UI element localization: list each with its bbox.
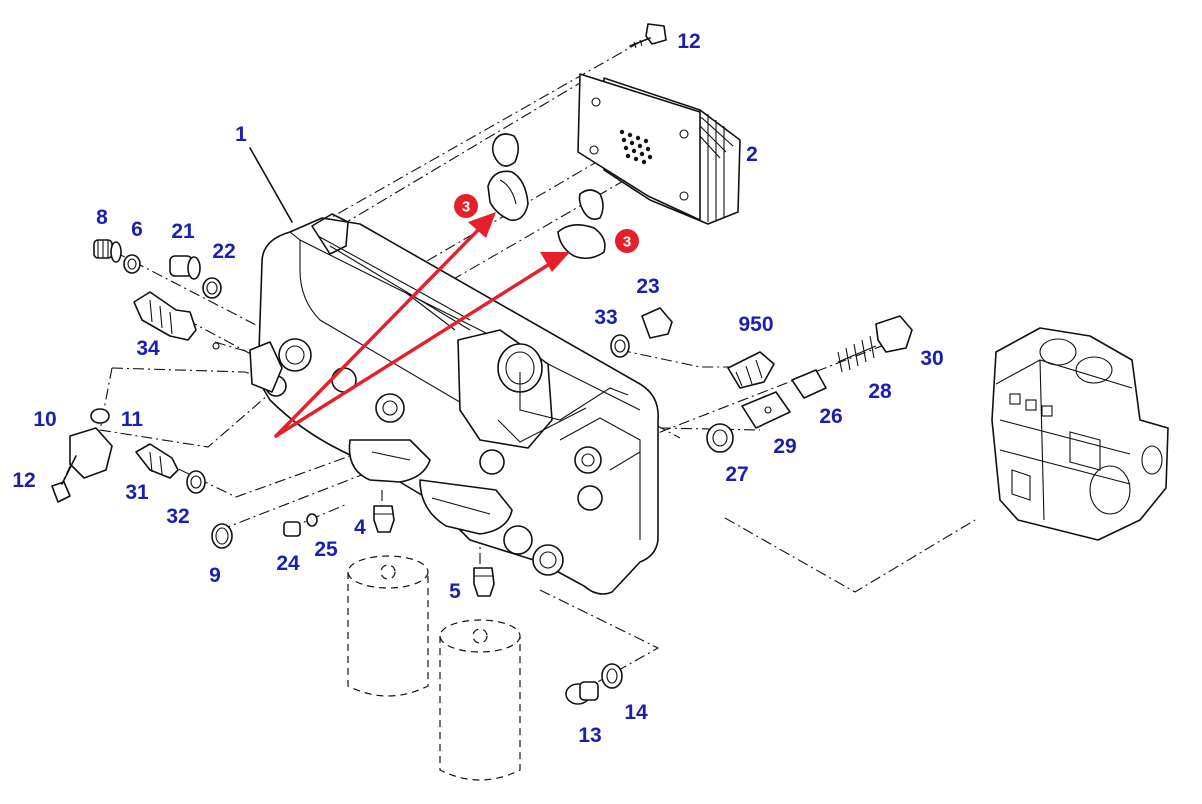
- seal-ring-icon: [601, 663, 623, 689]
- seal-ring-icon: [211, 523, 233, 549]
- callout-27: 27: [725, 463, 748, 486]
- oil-filter-canister-icon: [347, 555, 429, 697]
- spring-icon: [837, 335, 877, 373]
- callout-34: 34: [136, 337, 160, 360]
- seal-ring-icon: [202, 277, 222, 299]
- callout-9: 9: [209, 564, 221, 587]
- seal-ring-icon: [186, 470, 206, 494]
- plug-icon: [641, 307, 673, 339]
- callout-6: 6: [131, 218, 143, 241]
- oil-filter-canister-icon: [439, 619, 521, 781]
- bolt-icon: [51, 455, 77, 503]
- callout-4: 4: [354, 516, 366, 539]
- seal-ring-icon: [706, 423, 734, 453]
- callout-26: 26: [819, 405, 842, 428]
- nipple-icon: [373, 505, 395, 533]
- bolt-icon: [629, 23, 667, 49]
- callout-14: 14: [624, 701, 648, 724]
- pressure-switch-icon: [135, 443, 179, 479]
- plug-icon: [93, 239, 122, 263]
- marker-gasket-upper: 3: [454, 194, 478, 218]
- cover-plate-icon: [69, 408, 113, 479]
- callout-11: 11: [121, 408, 144, 431]
- sleeve-icon: [741, 391, 791, 429]
- marker-label: 3: [623, 234, 631, 251]
- callout-labels: 1 2 4 5 6 8 9 10 11 12 12 13 14 21 22 23…: [12, 30, 943, 747]
- highlight-arrows: [274, 212, 570, 438]
- callout-25: 25: [314, 538, 338, 561]
- oil-filter-housing-icon: [249, 213, 659, 595]
- callout-23: 23: [636, 275, 659, 298]
- plug-icon: [169, 255, 201, 280]
- pressure-switch-icon: [133, 291, 220, 350]
- piston-icon: [791, 369, 827, 399]
- callout-5: 5: [449, 580, 461, 603]
- callout-12-left: 12: [12, 469, 35, 492]
- callout-1-leader: [249, 147, 293, 223]
- seal-ring-icon: [610, 334, 630, 358]
- callout-10: 10: [33, 408, 56, 431]
- seal-ring-icon: [123, 254, 141, 274]
- callout-21: 21: [171, 220, 195, 243]
- valve-insert-icon: [727, 351, 775, 389]
- callout-950: 950: [738, 313, 773, 336]
- engine-block-icon: [991, 327, 1169, 541]
- callout-29: 29: [773, 435, 796, 458]
- callout-24: 24: [276, 552, 300, 575]
- oil-cooler-icon: [577, 73, 741, 225]
- callout-22: 22: [212, 240, 235, 263]
- gasket-icon: [557, 189, 606, 260]
- plug-icon: [283, 513, 318, 537]
- callout-13: 13: [578, 724, 601, 747]
- callout-28: 28: [868, 380, 892, 403]
- marker-label: 3: [462, 199, 470, 216]
- drain-plug-icon: [565, 681, 599, 705]
- marker-gasket-lower: 3: [615, 229, 639, 253]
- gasket-icon: [487, 133, 529, 221]
- callout-1: 1: [235, 123, 247, 146]
- clip-icon: [875, 315, 913, 353]
- callout-33: 33: [594, 306, 617, 329]
- callout-12-top: 12: [677, 30, 700, 53]
- callout-30: 30: [920, 347, 943, 370]
- callout-32: 32: [166, 505, 189, 528]
- callout-8: 8: [96, 206, 108, 229]
- nipple-icon: [473, 567, 495, 597]
- callout-31: 31: [125, 481, 149, 504]
- callout-2: 2: [746, 143, 758, 166]
